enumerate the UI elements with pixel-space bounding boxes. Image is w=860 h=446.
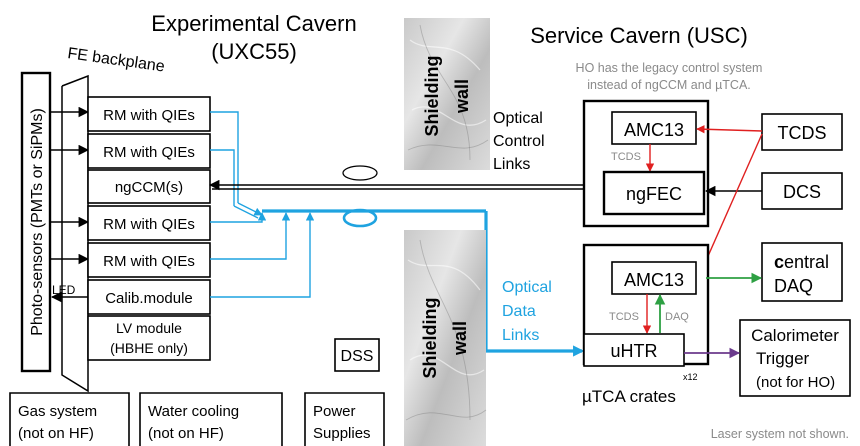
control-links-label-2: Control xyxy=(493,133,545,150)
rm-box-1 xyxy=(87,96,211,132)
power-supplies-box xyxy=(304,392,385,446)
rm-label-3: RM with QIEs xyxy=(103,216,195,233)
fe-backplane-outline xyxy=(61,74,89,393)
rm-label-1: RM with QIEs xyxy=(103,107,195,124)
calo-trigger-label-3: (not for HO) xyxy=(756,374,835,391)
ngccm-label: ngCCM(s) xyxy=(115,179,183,196)
daq-small-label: DAQ xyxy=(665,311,689,323)
gas-system-label-2: (not on HF) xyxy=(18,425,94,442)
shielding-wall-bottom: Shielding wall xyxy=(404,230,487,446)
gas-system-box xyxy=(9,392,130,446)
ho-note-line1: HO has the legacy control system xyxy=(576,61,763,75)
tcds-to-amc13-bottom-arrow xyxy=(700,133,763,273)
dss-label: DSS xyxy=(341,348,374,365)
dcs-label: DCS xyxy=(783,182,821,202)
shielding-wall-top: Shielding wall xyxy=(404,18,490,170)
amc13-top-label: AMC13 xyxy=(624,120,684,140)
data-links-label-3: Links xyxy=(502,327,539,344)
experimental-cavern-subtitle: (UXC55) xyxy=(211,39,297,64)
lv-module-label-2: (HBHE only) xyxy=(110,340,188,356)
central-daq-label-1: central xyxy=(774,252,829,272)
calo-trigger-label-1: Calorimeter xyxy=(751,326,839,345)
photosensors-box xyxy=(20,71,52,373)
frontend-stack: RM with QIEs RM with QIEs ngCCM(s) RM wi… xyxy=(87,96,211,361)
water-cooling-label-2: (not on HF) xyxy=(148,425,224,442)
water-cooling-label-1: Water cooling xyxy=(148,403,239,420)
rm-box-2 xyxy=(87,133,211,169)
dss-box xyxy=(334,338,380,372)
lv-module-box xyxy=(87,315,211,361)
x12-label: x12 xyxy=(683,372,698,382)
ho-note-line2: instead of ngCCM and µTCA. xyxy=(587,78,751,92)
tcds-small-top-label: TCDS xyxy=(611,151,641,163)
uhtr-label: uHTR xyxy=(610,341,657,361)
central-daq-box xyxy=(761,242,843,302)
calib-module-label: Calib.module xyxy=(105,290,193,307)
tcds-to-amc13-top-arrow xyxy=(696,125,763,134)
experimental-cavern-title: Experimental Cavern xyxy=(151,11,356,36)
calorimeter-trigger-box xyxy=(739,319,851,397)
calib-module-box xyxy=(87,279,211,315)
control-links-label-3: Links xyxy=(493,156,530,173)
dcs-box xyxy=(761,172,843,210)
data-links-label-2: Data xyxy=(502,303,536,320)
laser-note: Laser system not shown. xyxy=(711,427,849,441)
power-supplies-label-1: Power xyxy=(313,403,356,420)
tcds-label: TCDS xyxy=(778,123,827,143)
rm-label-4: RM with QIEs xyxy=(103,253,195,270)
data-link-ellipse xyxy=(342,208,378,228)
control-links-label-1: Optical xyxy=(493,110,543,127)
shielding-wall-bottom-label-2: wall xyxy=(450,321,470,356)
gas-system-label-1: Gas system xyxy=(18,403,97,420)
central-daq-label-2: DAQ xyxy=(774,276,813,296)
fe-backplane-label: FE backplane xyxy=(66,45,165,75)
lv-module-label-1: LV module xyxy=(116,320,182,336)
rm-label-2: RM with QIEs xyxy=(103,144,195,161)
shielding-wall-top-label-2: wall xyxy=(452,79,472,114)
photosensors-label: Photo-sensors (PMTs or SiPMs) xyxy=(29,108,46,336)
utca-crates-label: µTCA crates xyxy=(582,387,676,406)
rm-box-3 xyxy=(87,205,211,241)
ngfec-label: ngFEC xyxy=(626,184,682,204)
ngfec-box xyxy=(602,170,706,216)
amc13-top-box xyxy=(611,111,697,145)
water-cooling-box xyxy=(139,392,283,446)
service-cavern-title: Service Cavern (USC) xyxy=(530,23,748,48)
shielding-wall-bottom-label-1: Shielding xyxy=(420,298,440,379)
uhtr-box xyxy=(583,333,685,367)
calo-trigger-label-2: Trigger xyxy=(756,349,810,368)
amc13-bottom-label: AMC13 xyxy=(624,270,684,290)
tcds-small-bottom-label: TCDS xyxy=(609,311,639,323)
control-link-ellipse xyxy=(342,165,378,181)
rm-box-4 xyxy=(87,242,211,278)
data-links-label-1: Optical xyxy=(502,279,552,296)
shielding-wall-top-label-1: Shielding xyxy=(422,56,442,137)
tcds-box xyxy=(761,113,843,151)
led-label: LED xyxy=(52,283,76,297)
power-supplies-label-2: Supplies xyxy=(313,425,371,442)
amc13-bottom-box xyxy=(611,261,697,295)
